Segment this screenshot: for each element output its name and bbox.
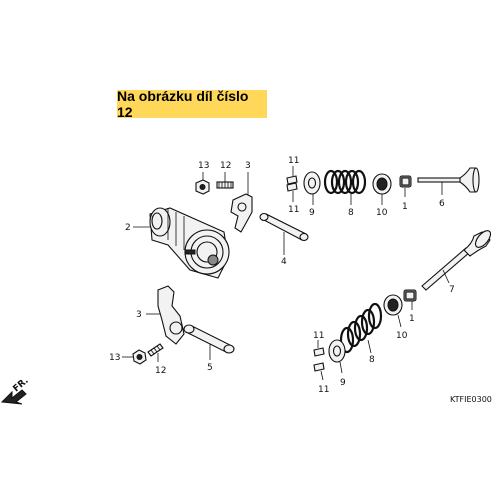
lock-nut-upper <box>195 179 210 195</box>
stem-seal-lower <box>403 289 417 302</box>
callout-10-upper: 10 <box>376 208 388 218</box>
callout-11-upper-a: 11 <box>288 156 299 166</box>
stem-seal-upper <box>399 175 412 188</box>
callout-11-lower-b: 11 <box>318 385 329 395</box>
callout-3-upper: 3 <box>245 161 251 171</box>
callout-12-lower: 12 <box>155 366 166 376</box>
callout-11-lower-a: 11 <box>313 331 324 341</box>
intake-valve <box>421 230 492 291</box>
callout-12-upper: 12 <box>220 161 231 171</box>
spring-seat-lower <box>383 294 403 316</box>
callout-11-upper-b: 11 <box>288 205 299 215</box>
direction-label: FR. <box>12 376 31 394</box>
part-number-banner: Na obrázku díl číslo 12 <box>117 88 267 120</box>
rocker-shaft-upper <box>259 212 309 242</box>
adjusting-screw-upper <box>216 181 234 189</box>
spring-retainer-upper <box>303 171 321 195</box>
rocker-shaft-lower <box>183 324 235 354</box>
callout-6: 6 <box>439 199 445 209</box>
valve-cotter-upper <box>286 175 298 192</box>
callout-10-lower: 10 <box>396 331 408 341</box>
rocker-arm-upper <box>230 193 253 233</box>
callout-8-upper: 8 <box>348 208 354 218</box>
callout-13-lower: 13 <box>109 353 120 363</box>
callout-4: 4 <box>281 257 287 267</box>
callout-9-lower: 9 <box>340 378 346 388</box>
adjusting-screw-lower <box>147 343 164 357</box>
callout-5: 5 <box>207 363 213 373</box>
spring-seat-upper <box>372 173 392 195</box>
callout-1-upper: 1 <box>402 202 408 212</box>
valve-spring-lower <box>339 302 383 354</box>
diagram-code: KTFIE0300 <box>450 395 492 404</box>
callout-8-lower: 8 <box>369 355 375 365</box>
valve-cotter-lower <box>313 347 325 372</box>
callout-13-upper: 13 <box>198 161 209 171</box>
callout-9-upper: 9 <box>309 208 315 218</box>
exhaust-valve <box>417 167 480 193</box>
callout-3-lower: 3 <box>136 310 142 320</box>
callout-2: 2 <box>125 223 131 233</box>
banner-text: Na obrázku díl číslo 12 <box>117 88 249 120</box>
callout-7: 7 <box>449 285 455 295</box>
rocker-arm-lower <box>157 285 185 345</box>
front-direction-arrow-icon <box>0 389 27 405</box>
spring-retainer-lower <box>328 339 346 363</box>
lock-nut-lower <box>132 349 147 365</box>
callout-1-lower: 1 <box>409 314 415 324</box>
valve-spring-upper <box>323 169 367 195</box>
camshaft <box>149 207 230 279</box>
